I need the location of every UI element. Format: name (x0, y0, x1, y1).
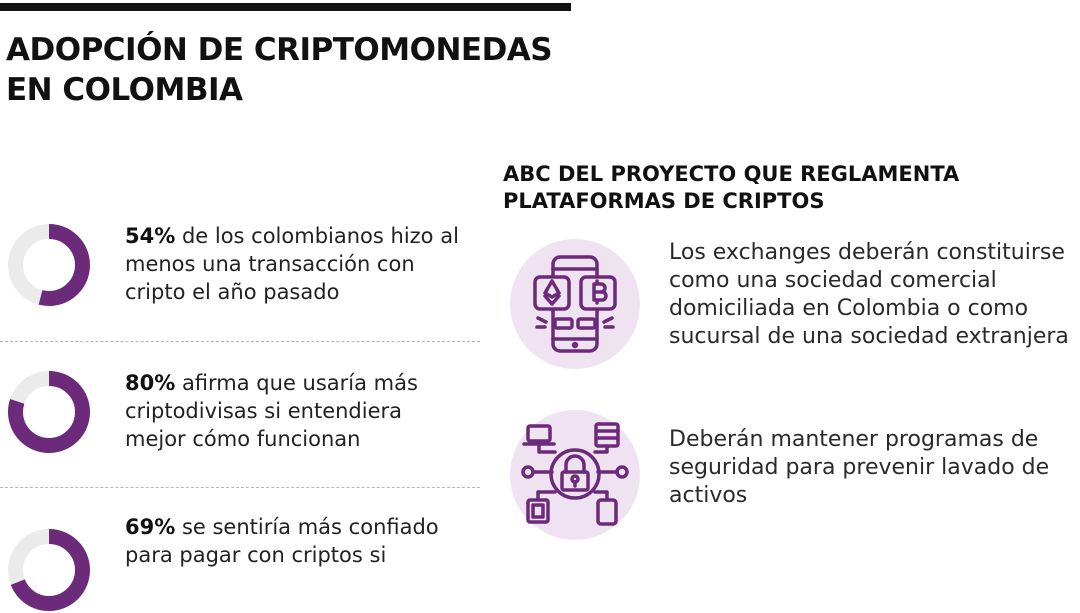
stat-percent: 54% (125, 224, 176, 248)
donut-chart (6, 527, 92, 613)
stat-text: 69% se sentiría más confiado para pagar … (125, 513, 465, 569)
abc-text: Deberán mantener programas de seguridad … (669, 426, 1080, 510)
top-rule (0, 3, 571, 11)
stat-text: 54% de los colombianos hizo al menos una… (125, 222, 465, 306)
abc-text-line: sucursal de una sociedad extranjera (669, 324, 1069, 349)
abc-text-line: Los exchanges deberán constituirse (669, 240, 1065, 265)
donut-arc (8, 371, 90, 453)
section-title: ABC DEL PROYECTO QUE REGLAMENTA PLATAFOR… (503, 161, 959, 215)
donut-chart (6, 222, 92, 308)
abc-text: Los exchanges deberán constituirse como … (669, 239, 1080, 351)
dashed-divider (0, 487, 480, 488)
stat-description: afirma que usaría más criptodivisas si e… (125, 371, 418, 451)
stat-percent: 69% (125, 515, 176, 539)
stat-item: 80% afirma que usaría más criptodivisas … (0, 369, 480, 469)
abc-text-line: activos (669, 483, 748, 508)
donut-arc (8, 224, 90, 306)
abc-text-line: como una sociedad comercial (669, 268, 997, 293)
page-title-line-2: EN COLOMBIA (6, 72, 243, 108)
section-title-line-2: PLATAFORMAS DE CRIPTOS (503, 189, 825, 213)
phone-crypto-exchange-icon (510, 239, 640, 369)
stat-percent: 80% (125, 371, 176, 395)
donut-chart (6, 369, 92, 455)
stat-text: 80% afirma que usaría más criptodivisas … (125, 369, 465, 453)
abc-text-line: domiciliada en Colombia o como (669, 296, 1029, 321)
page-title-line-1: ADOPCIÓN DE CRIPTOMONEDAS (6, 32, 553, 68)
page-title: ADOPCIÓN DE CRIPTOMONEDAS EN COLOMBIA (6, 30, 553, 110)
section-title-line-1: ABC DEL PROYECTO QUE REGLAMENTA (503, 162, 960, 186)
stat-item: 69% se sentiría más confiado para pagar … (0, 513, 480, 613)
dashed-divider (0, 341, 480, 342)
abc-text-line: Deberán mantener programas de (669, 427, 1039, 452)
abc-text-line: seguridad para prevenir lavado de (669, 455, 1050, 480)
stat-description: de los colombianos hizo al menos una tra… (125, 224, 459, 304)
stat-description: se sentiría más confiado para pagar con … (125, 515, 439, 567)
security-network-lock-icon (510, 410, 640, 540)
stat-item: 54% de los colombianos hizo al menos una… (0, 222, 480, 322)
